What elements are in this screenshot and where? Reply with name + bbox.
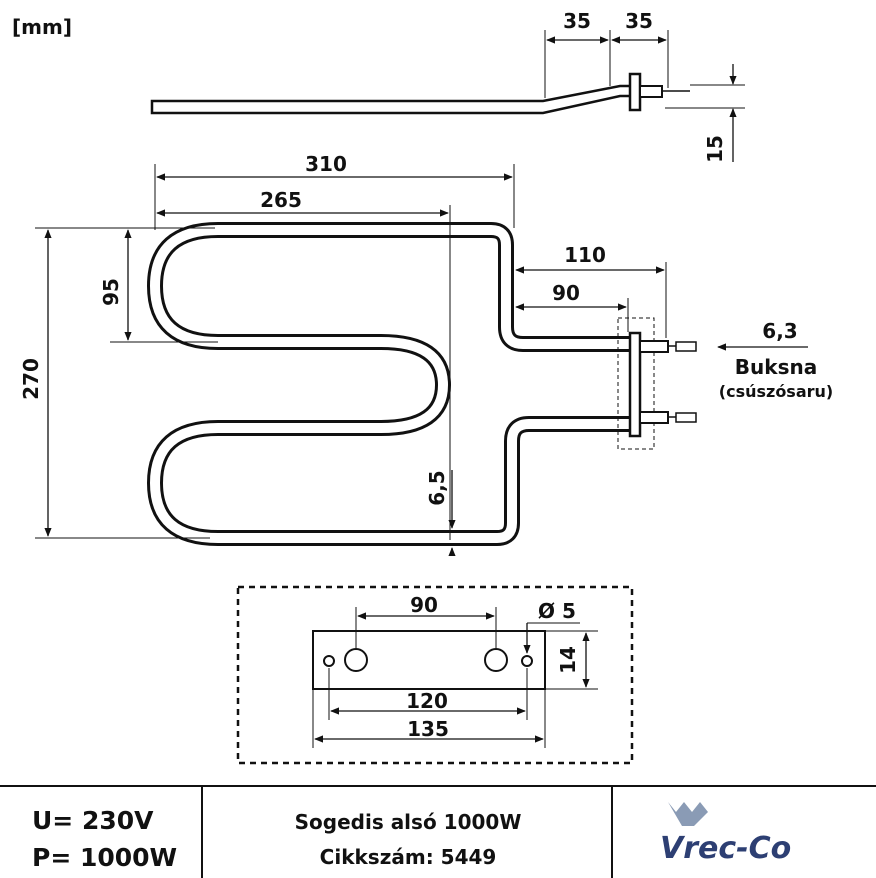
hole-small-left: [323, 655, 335, 667]
terminal-alt-name: (csúszósaru): [719, 382, 833, 401]
flange-dim-135: 135: [407, 717, 449, 741]
dim-90-top: 90: [552, 281, 580, 305]
terminal-bottom: [639, 411, 669, 424]
dim-110: 110: [564, 243, 606, 267]
side-view-terminal: [639, 85, 663, 98]
logo-gem-icon: [668, 802, 708, 826]
terminal-size: 6,3: [762, 319, 797, 343]
flange-dim-14: 14: [556, 646, 580, 674]
side-view-flange: [628, 72, 642, 112]
side-view: 35 35 15: [150, 9, 745, 163]
vrec-co-logo: Vrec-Co: [660, 802, 791, 866]
terminal-tab-top: [675, 341, 697, 352]
hole-large-right: [484, 648, 508, 672]
hole-large-left: [344, 648, 368, 672]
flange-dim-90: 90: [410, 593, 438, 617]
terminal-name: Buksna: [735, 355, 817, 379]
dim-310: 310: [305, 152, 347, 176]
footer-article-number: Cikkszám: 5449: [320, 845, 497, 869]
terminal-top: [639, 340, 669, 353]
footer-logo-text: Vrec-Co: [660, 831, 791, 866]
dim-15: 15: [703, 135, 727, 163]
dim-270: 270: [19, 358, 43, 400]
dim-95: 95: [99, 278, 123, 306]
footer-power: P= 1000W: [32, 843, 177, 872]
heating-element-outer: [147, 222, 630, 546]
top-view: 310 265 95 270 110 90 6,5 6,3 Buksna (cs…: [19, 152, 833, 557]
flange-dim-diameter: Ø 5: [538, 599, 576, 623]
footer: U= 230V P= 1000W Sogedis alsó 1000W Cikk…: [0, 785, 876, 878]
flange-detail: 90 Ø 5 14 120 135: [236, 585, 634, 765]
hole-small-right: [521, 655, 533, 667]
dim-6-5: 6,5: [425, 470, 449, 505]
unit-label: [mm]: [12, 15, 72, 39]
dim-35-left: 35: [563, 9, 591, 33]
flange-plate: [628, 331, 642, 438]
side-view-tube: [150, 84, 634, 115]
dim-35-right: 35: [625, 9, 653, 33]
flange-dim-120: 120: [406, 689, 448, 713]
terminal-tab-bottom: [675, 412, 697, 423]
footer-product-name: Sogedis alsó 1000W: [295, 810, 522, 834]
dim-265: 265: [260, 188, 302, 212]
heating-element-inner: [150, 225, 630, 543]
footer-voltage: U= 230V: [32, 806, 154, 835]
flange-dashed-outline: [617, 317, 655, 450]
